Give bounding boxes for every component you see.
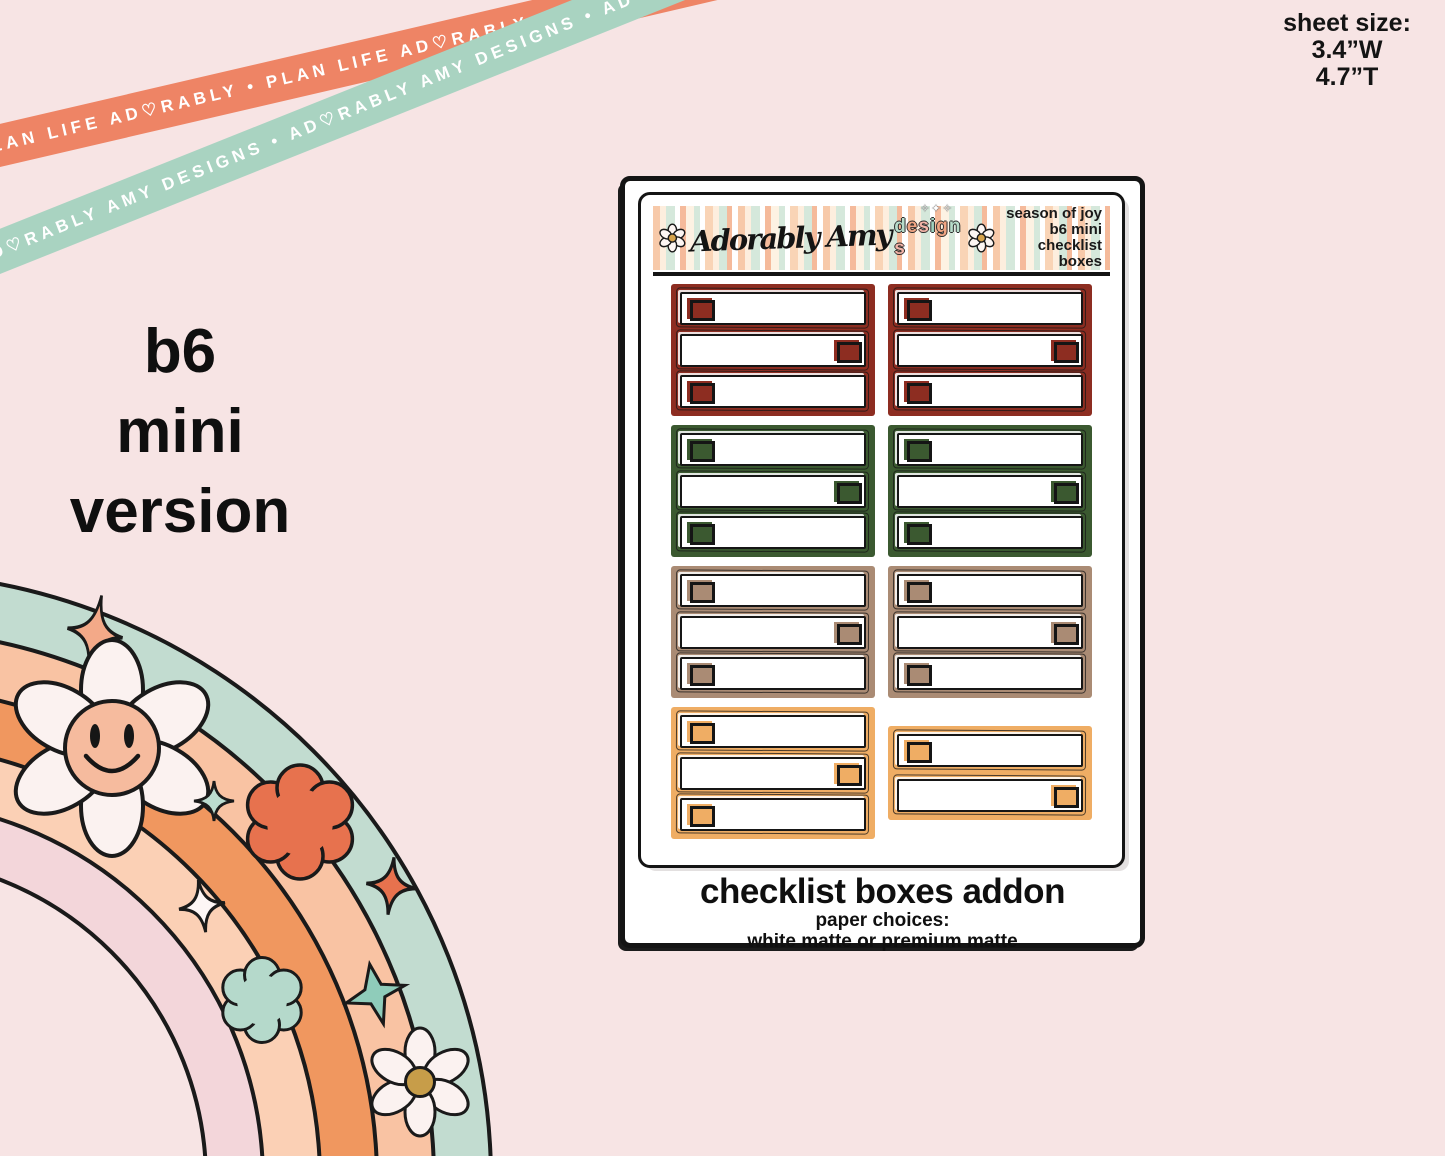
checkbox — [904, 522, 932, 545]
checklist-group-tan-left — [671, 566, 875, 698]
checklist-row — [897, 779, 1083, 812]
version-line-1: b6 — [143, 317, 217, 386]
sheet-title-line-2: b6 mini — [1049, 221, 1102, 238]
flower-coral-icon — [245, 763, 355, 881]
logo-designs-wrap: ✧✦✧ designs — [894, 203, 964, 260]
sheet-header: Adorably Amy ✧✦✧ designs — [653, 203, 1110, 270]
checklist-row — [897, 474, 1083, 508]
logo-designs: designs — [894, 216, 962, 259]
version-line-3: version — [69, 477, 291, 546]
header-rule — [653, 272, 1110, 276]
checklist-row — [680, 375, 866, 408]
checkbox — [1051, 621, 1079, 645]
checkbox — [687, 580, 715, 603]
checkbox — [687, 439, 715, 462]
checklist-row — [897, 615, 1083, 649]
checkbox — [904, 298, 932, 321]
checkbox — [1051, 785, 1079, 808]
smiley-daisy-icon — [13, 638, 211, 858]
checkbox — [904, 580, 932, 603]
sparkle-coral-icon — [365, 856, 417, 916]
checkbox — [1051, 480, 1079, 504]
checklist-row — [680, 798, 866, 831]
flower-mint-icon — [221, 956, 303, 1044]
checklist-row — [680, 433, 866, 466]
logo-sparkles-icon: ✧✦✧ — [920, 203, 954, 215]
footer-paper-choices: paper choices: — [815, 910, 950, 931]
checklist-group-maroon-left — [671, 284, 875, 416]
checklist-row — [897, 433, 1083, 466]
checkbox — [687, 663, 715, 686]
footer-paper-options: white matte or premium matte — [747, 931, 1018, 952]
checkbox — [904, 381, 932, 404]
checklist-group-green-right — [888, 425, 1092, 557]
sticker-sheet: Adorably Amy ✧✦✧ designs — [638, 192, 1125, 868]
version-line-2: mini — [116, 397, 244, 466]
checklist-group-maroon-right — [888, 284, 1092, 416]
checklist-row — [897, 292, 1083, 325]
sheet-size-note: sheet size: 3.4”W 4.7”T — [1262, 10, 1432, 91]
checklist-row — [897, 574, 1083, 607]
checklist-row — [897, 333, 1083, 367]
checklist-row — [897, 657, 1083, 690]
checklist-row — [680, 333, 866, 367]
checklist-row — [680, 657, 866, 690]
checkbox — [1051, 339, 1079, 363]
sheet-size-width: 3.4”W — [1311, 36, 1383, 64]
sheet-size-height: 4.7”T — [1315, 63, 1379, 91]
brand-script-text: Adorably Amy — [689, 217, 891, 259]
checkbox — [834, 339, 862, 363]
daisy-icon — [968, 223, 995, 253]
checkbox — [904, 663, 932, 686]
brand-logo: Adorably Amy ✧✦✧ designs — [659, 203, 995, 260]
checkbox — [687, 298, 715, 321]
sparkle-white-icon — [178, 879, 226, 933]
checklist-row — [680, 715, 866, 748]
checkbox — [904, 439, 932, 462]
checklist-row — [680, 756, 866, 790]
checkbox — [687, 522, 715, 545]
checklist-group-gold-left — [671, 707, 875, 839]
checkbox — [834, 480, 862, 504]
checklist-group-green-left — [671, 425, 875, 557]
sparkle-mint-icon — [193, 780, 235, 822]
checklist-row — [680, 574, 866, 607]
checklist-row — [680, 474, 866, 508]
card-footer: checklist boxes addon paper choices: whi… — [625, 873, 1140, 952]
checklist-group-tan-right — [888, 566, 1092, 698]
product-card: Adorably Amy ✧✦✧ designs — [620, 176, 1145, 952]
checklist-row — [897, 734, 1083, 767]
checkbox — [834, 762, 862, 786]
checklist-row — [897, 375, 1083, 408]
rainbow-illustration — [0, 582, 493, 1156]
checkbox — [687, 721, 715, 744]
sheet-title-line-3: checklist boxes — [1037, 237, 1102, 270]
checklist-row — [897, 516, 1083, 549]
sheet-size-label: sheet size: — [1283, 9, 1411, 37]
star-teal-icon — [341, 959, 411, 1029]
checklist-group-gold-right — [888, 726, 1092, 820]
checkbox — [687, 804, 715, 827]
sheet-title: season of joy b6 mini checklist boxes — [995, 206, 1104, 270]
sheet-title-line-1: season of joy — [1006, 205, 1102, 222]
checklist-row — [680, 615, 866, 649]
checkbox — [834, 621, 862, 645]
daisy-gold-icon — [370, 1026, 470, 1138]
checklist-row — [680, 292, 866, 325]
checkbox — [687, 381, 715, 404]
sticker-groups — [641, 284, 1122, 839]
checkbox — [904, 740, 932, 763]
version-label: b6 mini version — [30, 312, 330, 552]
footer-title: checklist boxes addon — [700, 872, 1065, 911]
checklist-row — [680, 516, 866, 549]
daisy-icon — [659, 223, 686, 253]
